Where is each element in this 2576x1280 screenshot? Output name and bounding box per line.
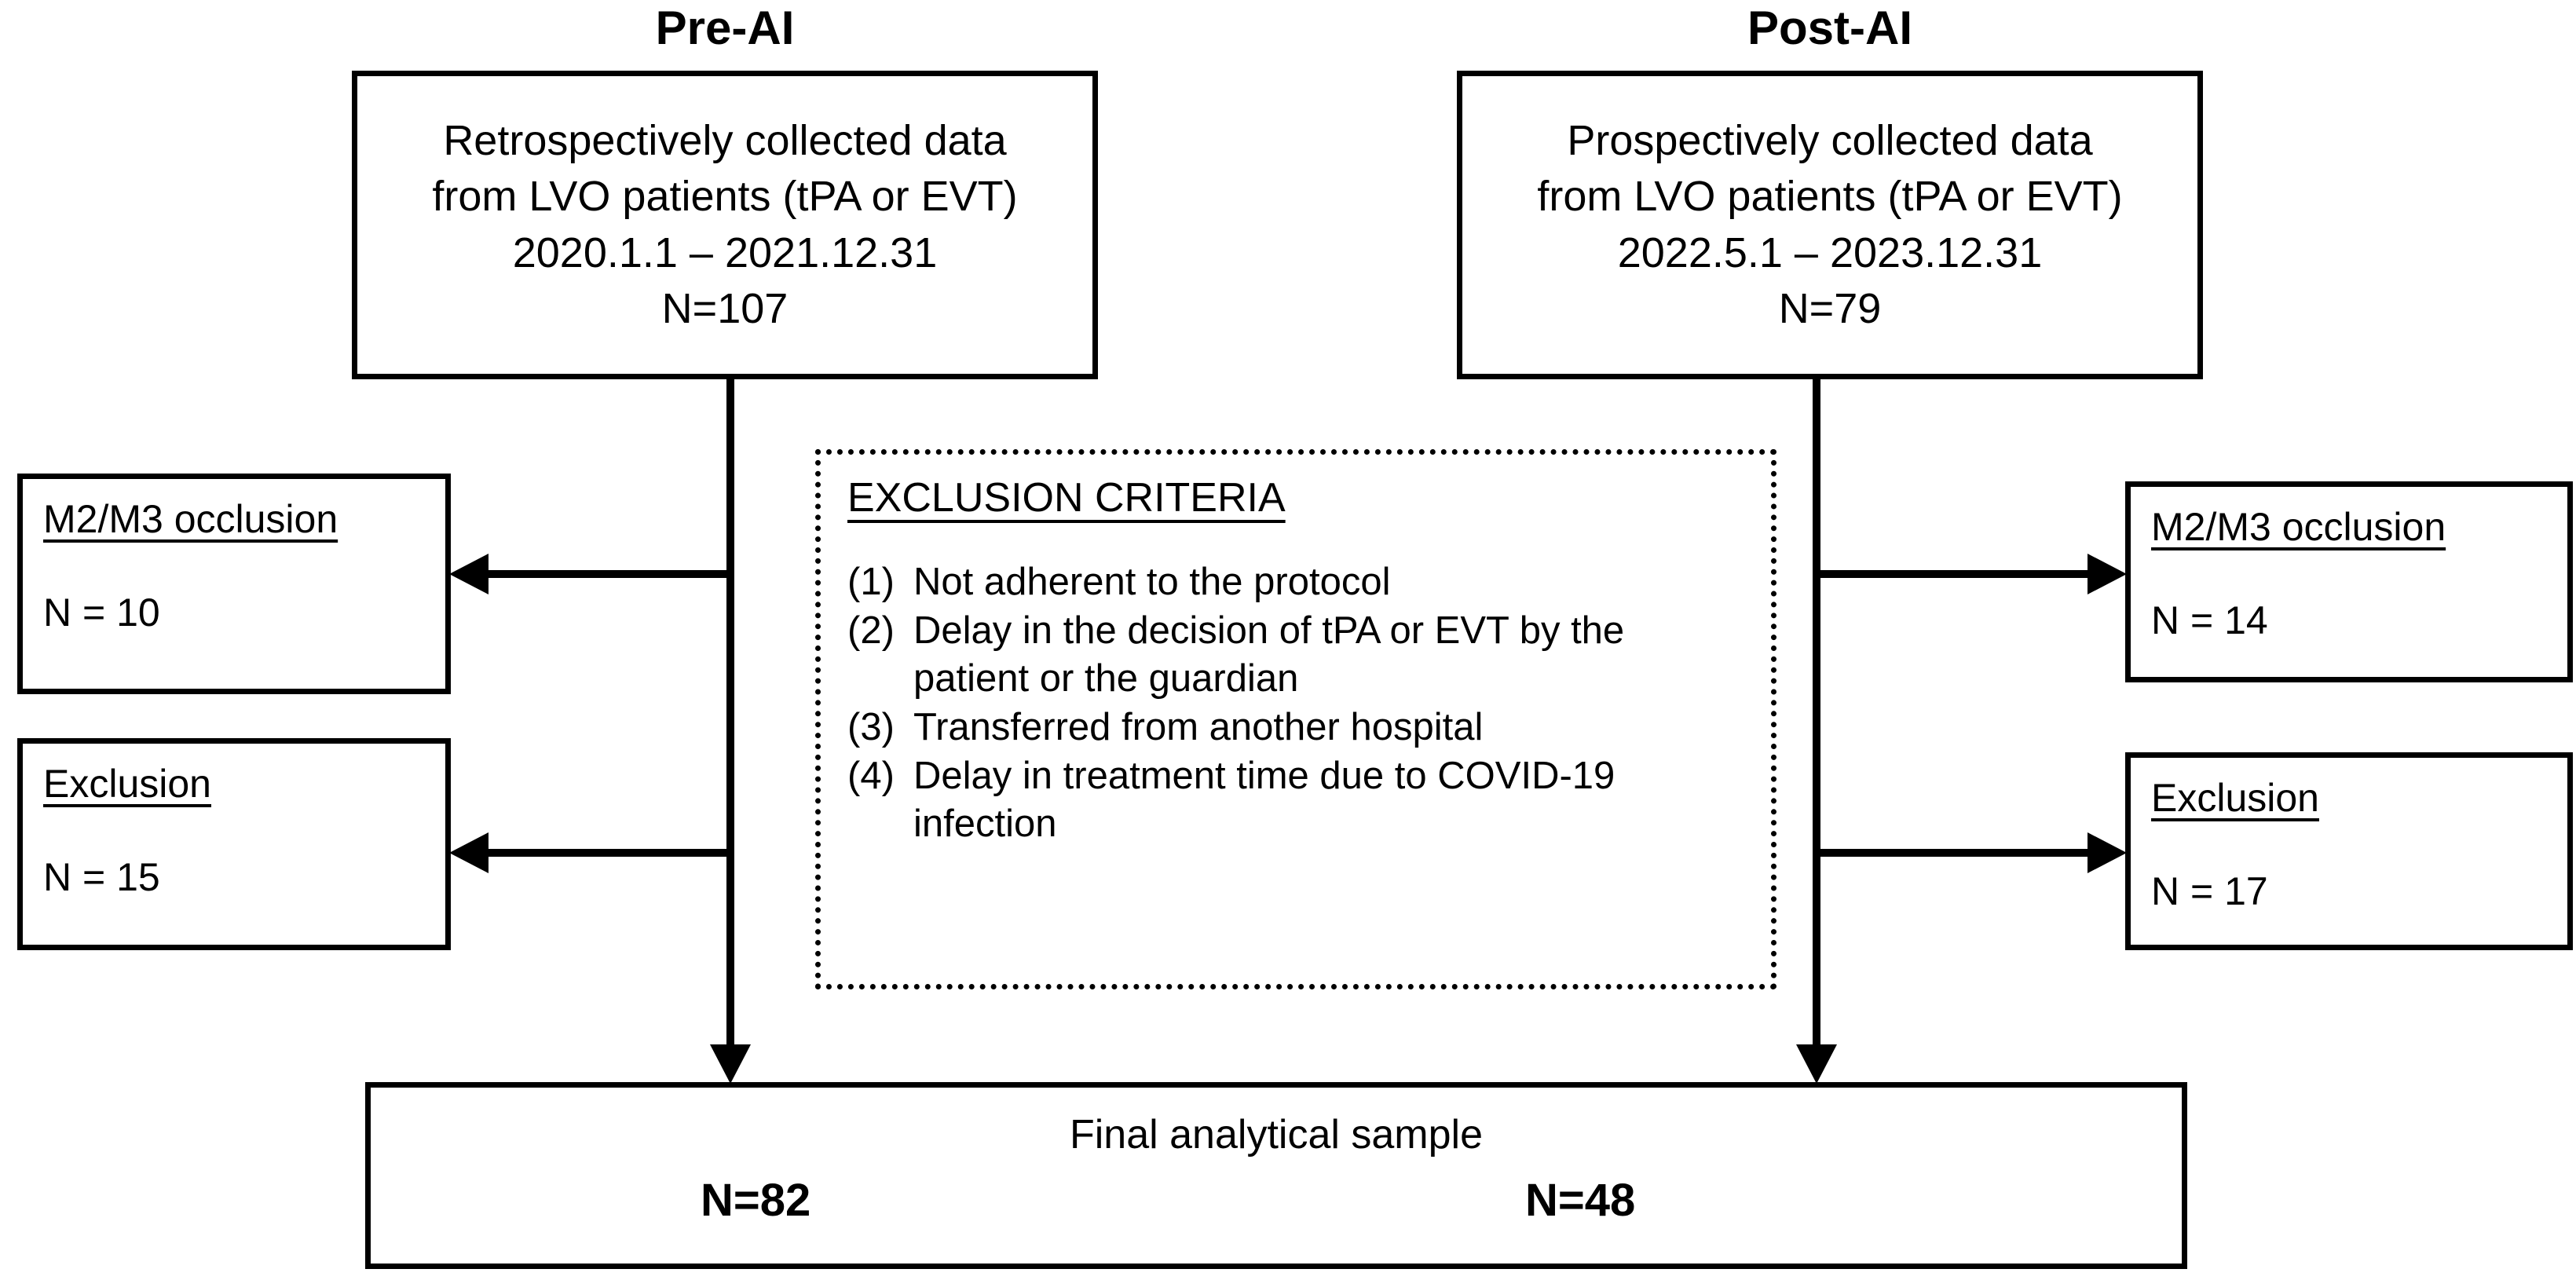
cohort-line-count: N=79 [1778,284,1882,332]
exclusion-criteria-box: EXCLUSION CRITERIA (1) Not adherent to t… [815,449,1776,989]
arrowhead-post-exclusion [2088,832,2127,873]
final-sample-count-post: N=48 [1525,1175,1636,1226]
cohort-line: from LVO patients (tPA or EVT) [432,173,1018,221]
excluded-count: N = 14 [2151,598,2268,642]
criteria-item: (4) Delay in treatment time due to COVID… [847,752,1747,849]
cohort-line: 2022.5.1 – 2023.12.31 [1617,229,2043,276]
criteria-item: (2) Delay in the decision of tPA or EVT … [847,607,1747,704]
final-sample-title: Final analytical sample [1069,1112,1484,1157]
criteria-text: Delay in the decision of tPA or EVT by t… [913,609,1625,700]
arrowhead-pre-m2m3 [449,554,488,594]
criteria-number: (2) [847,609,895,652]
arrowhead-post-to-final [1796,1044,1837,1084]
cohort-box-post-ai: Prospectively collected data from LVO pa… [1457,71,2203,379]
final-sample-count-pre: N=82 [701,1175,811,1226]
excluded-box-right-exclusion: Exclusion N = 17 [2125,752,2573,950]
cohort-line: 2020.1.1 – 2021.12.31 [512,229,938,276]
excluded-count: N = 17 [2151,869,2268,913]
group-title-post-ai: Post-AI [1747,2,1912,54]
excluded-box-left-exclusion: Exclusion N = 15 [17,738,451,950]
exclusion-criteria-title: EXCLUSION CRITERIA [847,475,1286,521]
excluded-box-right-m2m3: M2/M3 occlusion N = 14 [2125,481,2573,682]
excluded-count: N = 10 [43,591,160,635]
criteria-number: (4) [847,754,895,797]
excluded-box-left-m2m3: M2/M3 occlusion N = 10 [17,474,451,694]
excluded-title: M2/M3 occlusion [43,497,338,541]
arrowhead-pre-exclusion [449,832,488,873]
exclusion-criteria-list: (1) Not adherent to the protocol (2) Del… [847,558,1747,849]
group-title-pre-ai: Pre-AI [655,2,795,54]
excluded-title: Exclusion [43,762,211,806]
cohort-line: Prospectively collected data [1567,116,2093,164]
final-sample-box: Final analytical sample N=82 N=48 [365,1082,2187,1269]
arrowhead-pre-to-final [710,1044,751,1084]
criteria-text: Not adherent to the protocol [913,560,1391,603]
cohort-line-count: N=107 [661,284,789,332]
cohort-line: Retrospectively collected data [443,116,1007,164]
excluded-title: Exclusion [2151,776,2319,820]
cohort-box-pre-ai: Retrospectively collected data from LVO … [352,71,1098,379]
criteria-text: Delay in treatment time due to COVID-19 … [913,754,1615,846]
arrowhead-post-m2m3 [2088,554,2127,594]
criteria-item: (3) Transferred from another hospital [847,704,1747,752]
criteria-number: (1) [847,560,895,603]
cohort-line: from LVO patients (tPA or EVT) [1537,173,2123,221]
criteria-number: (3) [847,706,895,748]
criteria-item: (1) Not adherent to the protocol [847,558,1747,607]
criteria-text: Transferred from another hospital [913,706,1484,748]
excluded-title: M2/M3 occlusion [2151,505,2446,549]
excluded-count: N = 15 [43,855,160,899]
